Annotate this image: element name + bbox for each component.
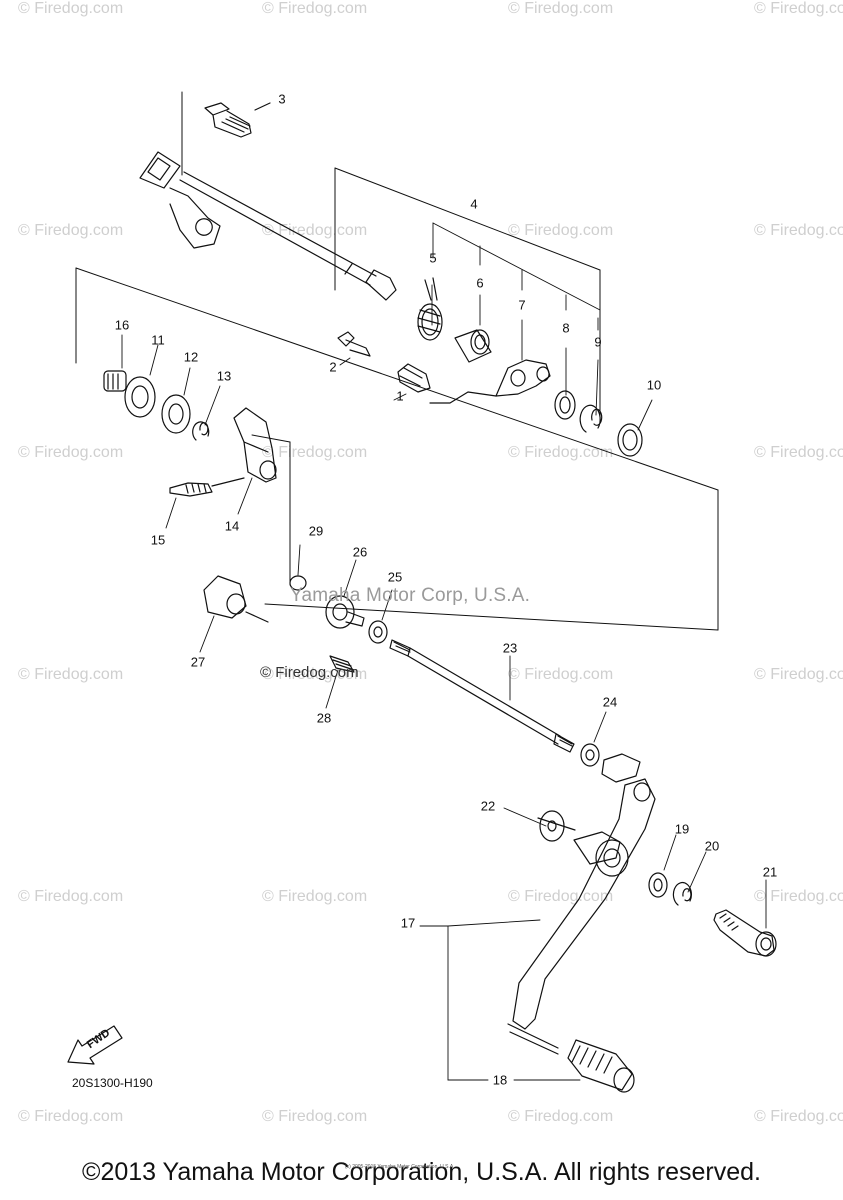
watermark: © Firedog.com bbox=[754, 1108, 843, 1125]
callout-18: 18 bbox=[492, 1072, 508, 1088]
assembly-bracket-lines bbox=[75, 91, 719, 631]
watermark: © Firedog.com bbox=[262, 222, 368, 239]
part-5-spring bbox=[417, 277, 443, 341]
callout-5: 5 bbox=[429, 250, 437, 266]
shift-shaft-part bbox=[139, 151, 397, 301]
callout-6: 6 bbox=[476, 275, 484, 291]
watermark: © Firedog.com bbox=[18, 1108, 124, 1125]
watermark: © Firedog.com bbox=[18, 222, 124, 239]
parts-1-2-pins bbox=[337, 331, 431, 393]
watermark: © Firedog.com bbox=[262, 1108, 368, 1125]
callout-24: 24 bbox=[602, 694, 618, 710]
callout-7: 7 bbox=[518, 297, 526, 313]
callout-20: 20 bbox=[704, 838, 720, 854]
callout-4: 4 bbox=[470, 196, 478, 212]
watermark: © Firedog.com bbox=[754, 666, 843, 683]
watermark: © Firedog.com bbox=[18, 666, 124, 683]
callout-13: 13 bbox=[216, 368, 232, 384]
watermark: © Firedog.com bbox=[262, 0, 368, 17]
callout-9: 9 bbox=[594, 334, 602, 350]
part-17-shift-pedal bbox=[507, 778, 656, 1055]
part-7-lever bbox=[429, 359, 551, 404]
part-23-shift-rod bbox=[389, 639, 575, 753]
callout-15: 15 bbox=[150, 532, 166, 548]
callout-11: 11 bbox=[151, 332, 165, 348]
part-24-nut bbox=[580, 743, 641, 783]
part-18-shift-rubber bbox=[567, 1039, 635, 1093]
linkage-parts-27-29-26-25 bbox=[203, 575, 388, 673]
callout-19: 19 bbox=[674, 821, 690, 837]
watermark: © Firedog.com bbox=[18, 888, 124, 905]
parts-19-20-21-pivot bbox=[648, 872, 777, 957]
watermark: © Firedog.com bbox=[262, 888, 368, 905]
part-6-collar bbox=[454, 329, 492, 363]
callout-25: 25 bbox=[387, 569, 403, 585]
watermark: © Firedog.com bbox=[508, 222, 614, 239]
watermark: © Firedog.com bbox=[754, 222, 843, 239]
part-3-bolt bbox=[204, 102, 271, 138]
callout-3: 3 bbox=[278, 91, 286, 107]
callout-16: 16 bbox=[114, 317, 130, 333]
callout-26: 26 bbox=[352, 544, 368, 560]
callout-22: 22 bbox=[480, 798, 496, 814]
watermark: © Firedog.com bbox=[754, 0, 843, 17]
callout-12: 12 bbox=[183, 349, 199, 365]
watermark: © Firedog.com bbox=[508, 888, 614, 905]
watermark: © Firedog.com bbox=[262, 444, 368, 461]
callout-27: 27 bbox=[190, 654, 206, 670]
part-14-shift-arm bbox=[169, 407, 277, 497]
parts-8-9-10-washers bbox=[554, 390, 643, 457]
callout-1: 1 bbox=[396, 388, 404, 404]
diagram-code: 20S1300-H190 bbox=[72, 1076, 153, 1090]
callout-leader-lines bbox=[121, 222, 767, 1081]
callout-17: 17 bbox=[400, 915, 416, 931]
watermark: © Firedog.com bbox=[754, 888, 843, 905]
watermark: © Firedog.com bbox=[508, 0, 614, 17]
callout-2: 2 bbox=[329, 359, 337, 375]
watermark: © Firedog.com bbox=[508, 666, 614, 683]
watermark: © Firedog.com bbox=[262, 666, 368, 683]
firedog-watermark-center: © Firedog.com bbox=[260, 664, 359, 681]
fwd-arrow-icon bbox=[67, 1025, 123, 1065]
tiny-credit-text: (c) 2005-2015 Yamaha Motor Corporation, … bbox=[345, 1164, 455, 1170]
watermark: © Firedog.com bbox=[508, 1108, 614, 1125]
copyright-footer: ©2013 Yamaha Motor Corporation, U.S.A. A… bbox=[82, 1158, 761, 1186]
callout-8: 8 bbox=[562, 320, 570, 336]
callout-10: 10 bbox=[646, 377, 662, 393]
watermark: © Firedog.com bbox=[18, 0, 124, 17]
callout-14: 14 bbox=[224, 518, 240, 534]
yamaha-watermark: Yamaha Motor Corp, U.S.A. bbox=[290, 585, 531, 606]
callout-21: 21 bbox=[762, 864, 778, 880]
callout-29: 29 bbox=[308, 523, 324, 539]
parts-16-11-12-13-seals bbox=[103, 370, 210, 441]
watermark: © Firedog.com bbox=[754, 444, 843, 461]
callout-28: 28 bbox=[316, 710, 332, 726]
callout-23: 23 bbox=[502, 640, 518, 656]
watermark: © Firedog.com bbox=[508, 444, 614, 461]
watermark: © Firedog.com bbox=[18, 444, 124, 461]
